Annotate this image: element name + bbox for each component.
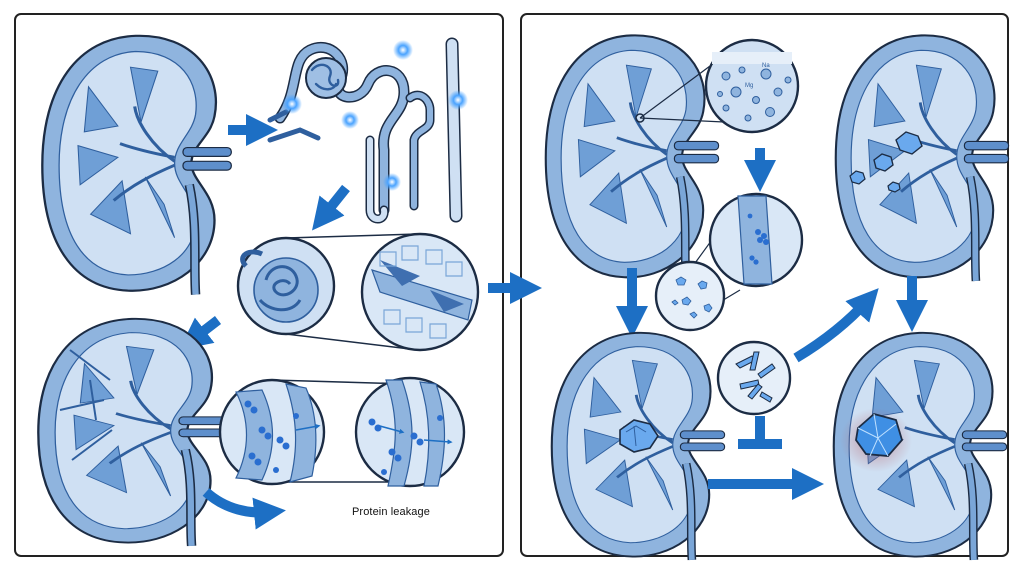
small-crystals-circle xyxy=(654,260,726,332)
kidney-small-stone-illustration xyxy=(552,333,725,560)
arrow-to-damaged-kidney xyxy=(179,316,222,350)
crystal-aggregate-circle xyxy=(716,340,792,416)
ion-label-mg: Mg xyxy=(745,83,753,89)
nephron-tubule-illustration xyxy=(267,37,468,224)
arrow-nephron-to-glomerulus xyxy=(312,184,350,231)
kidney-damaged-illustration xyxy=(38,319,227,546)
ion-solution-magnified-circle: Mg Na xyxy=(704,38,800,134)
ion-label-na: Na xyxy=(762,63,770,69)
damaged-tissue-magnified-circle xyxy=(360,232,480,352)
protein-leak-magnified-circle-2 xyxy=(354,376,466,488)
arrow-aggregate-to-deposits xyxy=(793,288,879,363)
protein-leak-magnified-circle-1 xyxy=(218,378,411,486)
glomerulus-magnified-circle xyxy=(236,233,419,351)
protein-leakage-caption: Protein leakage xyxy=(352,506,430,518)
tubule-crystal-nucleation-circle xyxy=(689,192,804,321)
arrow-curved-bottom xyxy=(202,488,286,530)
kidney-saturated-illustration xyxy=(546,35,719,281)
kidney-crystal-deposits-illustration xyxy=(836,35,1009,281)
kidney-large-stone-illustration xyxy=(832,333,1007,560)
kidney-healthy-illustration xyxy=(42,36,231,295)
